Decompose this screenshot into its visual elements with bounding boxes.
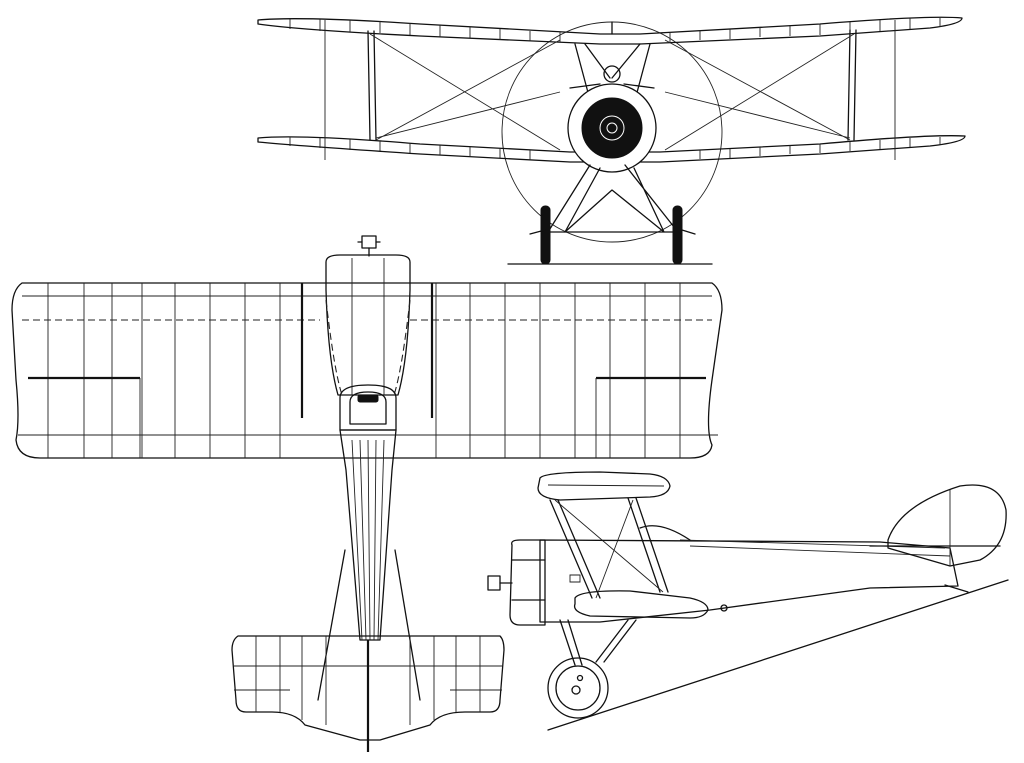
top-view bbox=[11, 235, 723, 752]
top-wing-ribs bbox=[47, 283, 681, 458]
left-wheel bbox=[540, 205, 551, 265]
side-upper-wing bbox=[537, 471, 671, 501]
side-wheel bbox=[547, 657, 609, 719]
top-fuselage bbox=[339, 429, 397, 641]
side-lower-wing bbox=[573, 590, 709, 619]
front-bracing-wires bbox=[369, 33, 855, 151]
side-tailskid bbox=[944, 584, 969, 593]
front-lower-wing-ribs bbox=[289, 137, 941, 160]
side-interplane-struts bbox=[549, 497, 669, 599]
front-upper-wing bbox=[257, 16, 963, 45]
front-lower-wing bbox=[257, 135, 966, 163]
side-undercarriage bbox=[559, 619, 637, 666]
top-upper-wing bbox=[11, 282, 723, 459]
front-interplane-struts bbox=[367, 29, 857, 141]
front-upper-wing-ribs bbox=[289, 18, 941, 42]
side-tail-fin bbox=[887, 484, 1007, 567]
top-tailplane bbox=[231, 635, 505, 741]
top-cockpit bbox=[339, 384, 397, 431]
side-ground-line bbox=[547, 579, 1009, 731]
side-view bbox=[487, 471, 1009, 731]
top-engine-cowl bbox=[325, 254, 411, 396]
side-engine-cowl bbox=[509, 539, 546, 626]
front-undercarriage bbox=[547, 164, 679, 233]
right-wheel bbox=[672, 205, 683, 265]
front-view bbox=[257, 16, 966, 265]
